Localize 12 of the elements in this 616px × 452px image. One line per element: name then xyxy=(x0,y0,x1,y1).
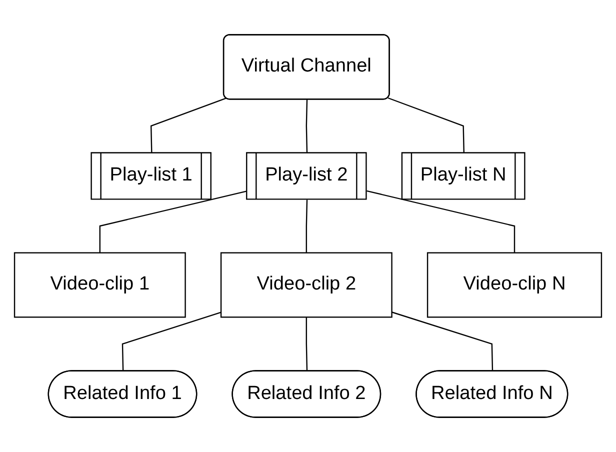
connector xyxy=(388,97,465,154)
connector xyxy=(392,312,494,372)
connector xyxy=(150,98,226,154)
node-box: Video-clip 1 xyxy=(14,252,186,318)
connector xyxy=(306,317,308,372)
node-box: Video-clip N xyxy=(426,252,602,318)
connector xyxy=(122,312,222,372)
node-box: Video-clip 2 xyxy=(220,252,392,318)
connector xyxy=(99,190,248,253)
connector xyxy=(366,190,516,253)
connector xyxy=(306,100,308,154)
connector xyxy=(306,200,308,253)
